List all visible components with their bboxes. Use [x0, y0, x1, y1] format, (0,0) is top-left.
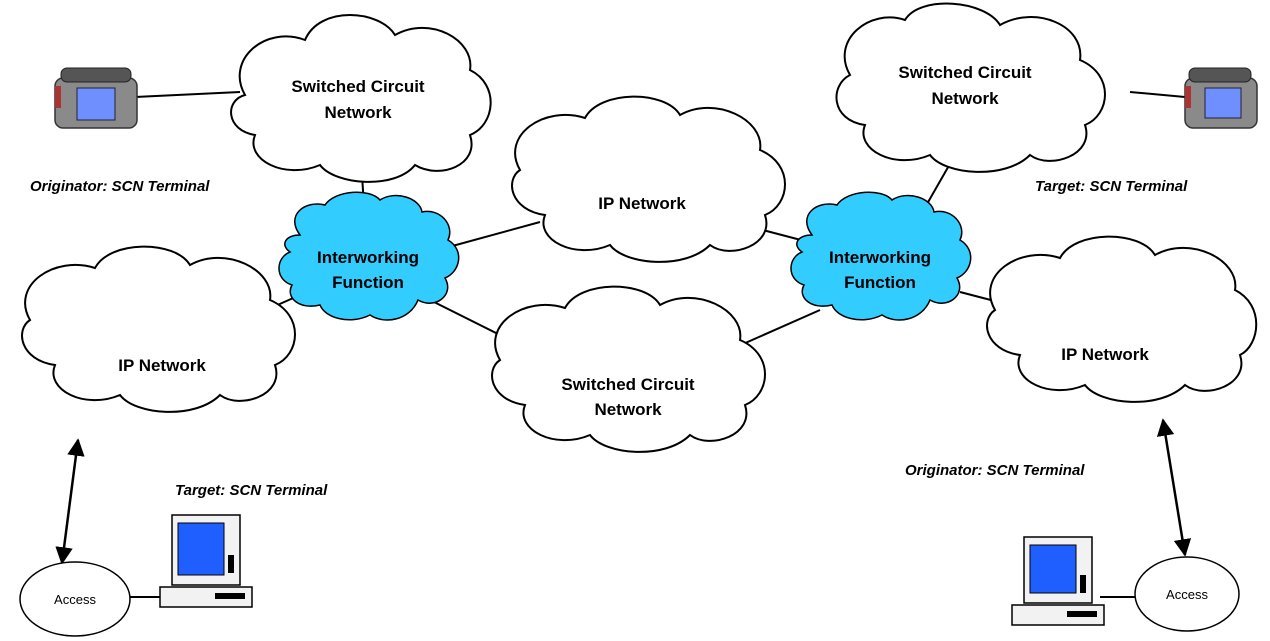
system-unit: [159, 586, 253, 608]
cloud-shape: [511, 95, 786, 263]
cloud-label: IP Network: [118, 356, 206, 375]
cloud-ip-center: IP Network: [511, 95, 786, 263]
monitor-control: [228, 555, 234, 573]
monitor-screen: [177, 522, 225, 576]
cloud-scn-top-right: Switched Circuit Network: [835, 2, 1106, 173]
cloud-shape: [491, 285, 766, 453]
telephone-icon-right: [1184, 67, 1258, 129]
phone-handset: [60, 67, 132, 83]
access-node-left: Access: [19, 561, 131, 637]
cloud-label: IP Network: [1061, 345, 1149, 364]
computer-icon-right: [1011, 536, 1105, 626]
cloud-shape: [790, 191, 972, 321]
cloud-label-line2: Network: [324, 103, 392, 122]
line-scn-right-to-phone-right: [1129, 91, 1186, 98]
drive-slot: [1067, 611, 1097, 617]
cloud-scn-top-left: Switched Circuit Network: [230, 14, 492, 183]
cloud-shape: [835, 2, 1106, 173]
phone-keypad: [76, 87, 116, 121]
phone-cord-end: [1185, 86, 1191, 108]
access-node-right: Access: [1134, 556, 1240, 632]
computer-icon-left: [159, 514, 253, 608]
system-unit: [1011, 604, 1105, 626]
cloud-iwf-left: Interworking Function: [278, 191, 460, 321]
cloud-label-line1: Switched Circuit: [561, 375, 695, 394]
caption-target-top-right: Target: SCN Terminal: [1035, 178, 1188, 195]
drive-slot: [215, 593, 245, 599]
cloud-shape: [230, 14, 492, 183]
cloud-ip-left: IP Network: [21, 245, 296, 413]
cloud-shape: [21, 245, 296, 413]
caption-originator-top-left: Originator: SCN Terminal: [30, 178, 210, 195]
cloud-label-line1: Switched Circuit: [291, 77, 425, 96]
access-ellipse: [19, 561, 131, 637]
cloud-label-line1: Interworking: [829, 248, 931, 267]
cloud-label-line2: Function: [332, 273, 404, 292]
phone-handset: [1188, 67, 1252, 83]
access-ellipse: [1134, 556, 1240, 632]
monitor-control: [1080, 575, 1086, 593]
arrow-ip-left-to-access: [55, 438, 85, 565]
line-iwf-left-to-ip-center: [444, 221, 541, 249]
cloud-label-line1: Interworking: [317, 248, 419, 267]
arrow-ip-right-to-access: [1156, 418, 1192, 557]
caption-target-bottom-left: Target: SCN Terminal: [175, 482, 328, 499]
phone-keypad: [1204, 87, 1242, 119]
access-label: Access: [54, 592, 96, 607]
monitor-screen: [1029, 544, 1077, 594]
cloud-label-line2: Network: [931, 89, 999, 108]
cloud-iwf-right: Interworking Function: [790, 191, 972, 321]
cloud-label-line2: Network: [594, 400, 662, 419]
access-label: Access: [1166, 587, 1208, 602]
telephone-icon-left: [54, 67, 138, 129]
cloud-label: IP Network: [598, 194, 686, 213]
cloud-shape: [278, 191, 460, 321]
cloud-label-line2: Function: [844, 273, 916, 292]
cloud-scn-center: Switched Circuit Network: [491, 285, 766, 453]
caption-originator-bottom-right: Originator: SCN Terminal: [905, 462, 1085, 479]
cloud-label-line1: Switched Circuit: [898, 63, 1032, 82]
cloud-shape: [986, 235, 1258, 403]
cloud-ip-right: IP Network: [986, 235, 1258, 403]
line-phone-left-to-scn: [134, 91, 241, 98]
phone-cord-end: [55, 86, 61, 108]
